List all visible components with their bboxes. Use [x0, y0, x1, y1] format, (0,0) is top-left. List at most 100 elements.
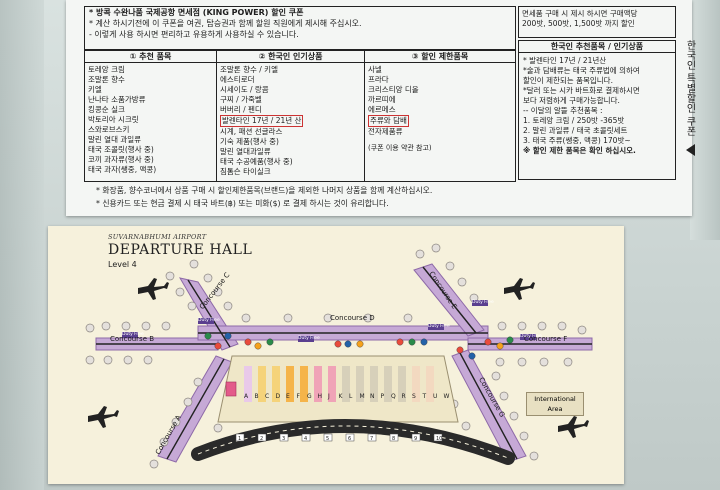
list-item: 조말론 향수 [88, 75, 125, 84]
recommended-heading: 한국인 추천품목 / 인기상품 [519, 41, 675, 53]
checkin-row-S: S [412, 393, 416, 400]
svg-text:7: 7 [370, 436, 373, 442]
column-heading: ② 한국인 인기상품 [217, 51, 364, 63]
glass-edge-right [690, 0, 720, 240]
list-item: 발렌타인 17년 / 21년 산 [220, 115, 361, 127]
duty-free-tag: Duty Free [122, 332, 144, 337]
rec-line: 할인이 제한되는 품목입니다. [523, 76, 613, 85]
footer-line: * 신용카드 또는 현금 결제 시 태국 바트(฿) 또는 미화($) 로 결제… [96, 199, 389, 208]
left-arrow-icon [686, 144, 695, 156]
list-item: 박토리아 시크릿 [88, 115, 139, 124]
list-item: 말린 열대 과일류 [88, 135, 142, 144]
list-item: 짐톰슨 타이실크 [220, 167, 271, 176]
checkin-row-J: J [327, 393, 330, 400]
coupon-header-line: * 계산 하시기전에 이 쿠폰을 여권, 탑승권과 함께 할원 직원에게 제시해… [89, 19, 362, 28]
checkin-row-C: C [265, 393, 269, 400]
checkin-row-E: E [286, 393, 290, 400]
restricted-note: (쿠폰 이용 약관 참고) [368, 144, 432, 152]
rec-line: 2. 말린 과일류 / 태국 초콜릿세트 [523, 126, 628, 135]
svg-text:1: 1 [238, 436, 241, 442]
list-item: 태국 과자(쌩중, 맥콩) [88, 165, 157, 174]
coupon-header-line: - 이렇게 사용 하시면 편리하고 유용하게 사용하실 수 있습니다. [89, 30, 299, 39]
list-item: 말린 열대과일류 [220, 147, 271, 156]
entrance-door-7: 7 [367, 433, 377, 442]
list-item: 코끼 과자류(행사 중) [88, 155, 154, 164]
entrance-door-8: 8 [389, 433, 399, 442]
list-item: 사넬 [368, 65, 382, 74]
entrance-door-3: 3 [279, 433, 289, 442]
entrance-door-2: 2 [257, 433, 267, 442]
map-level: Level 4 [108, 260, 137, 269]
entrance-doors: 1 2 3 4 5 6 7 8 9 10 [235, 433, 442, 442]
entrance-door-1: 1 [235, 433, 245, 442]
rec-line: 1. 토레앙 크림 / 250밧 -365밧 [523, 116, 625, 125]
glass-edge-left [0, 0, 44, 490]
svg-text:2: 2 [260, 436, 263, 442]
coupon-product-columns: ① 추천 품목 토레앙 크림 조말론 향수 키엘 난나타 소품가방류 킹콩순 실… [84, 50, 516, 182]
svg-text:4: 4 [304, 436, 307, 442]
rec-line: * 발렌타인 17년 / 21년산 [523, 56, 607, 65]
airplane-icons [88, 278, 589, 438]
list-item: 시세이도 / 랑콤 [220, 85, 269, 94]
checkin-row-A: A [244, 393, 249, 400]
column-popular: ② 한국인 인기상품 조말론 향수 / 키엘 에스티로더 시세이도 / 랑콤 구… [217, 51, 365, 181]
list-item: 키엘 [88, 85, 102, 94]
concourse-f-label: Concourse F [524, 335, 568, 343]
checkin-row-U: U [433, 393, 437, 400]
column-restricted: ③ 할인 제한품목 사넬 프라다 크리스티앙 디올 까르띠에 에르메스 주류와 … [365, 51, 515, 181]
checkin-row-T: T [422, 393, 427, 400]
checkin-row-L: L [349, 393, 353, 400]
list-item: 스와로브스키 [88, 125, 130, 134]
checkin-row-F: F [297, 393, 301, 400]
rec-line: *술과 담배류는 태국 주류법에 의하여 [523, 66, 640, 75]
coupon-footer: * 화장품, 향수코너에서 상품 구매 시 할인제한품목(브랜드)을 제외한 나… [96, 186, 636, 212]
airport-name: SUVARNABHUMI AIRPORT [108, 233, 207, 241]
svg-text:8: 8 [392, 436, 395, 442]
coupon-header-box: * 방콕 수완나품 국제공항 면세점 (KING POWER) 할인 쿠폰 * … [84, 6, 516, 50]
list-item: 태국 조콜릿(행사 중) [88, 145, 154, 154]
highlighted-item: 발렌타인 17년 / 21년 산 [220, 115, 304, 127]
list-item: 난나타 소품가방류 [88, 95, 146, 104]
entrance-door-10: 10 [433, 433, 442, 442]
rec-line: *달러 또는 시카 바트화로 결제하시면 [523, 86, 640, 95]
list-item: 태국 수공예품(행사 중) [220, 157, 293, 166]
checkin-row-Q: Q [391, 393, 396, 400]
list-item: 버버리 / 펜디 [220, 105, 262, 114]
checkin-row-N: N [370, 393, 375, 400]
column-heading: ③ 할인 제한품목 [365, 51, 515, 63]
note-line: 면세품 구매 시 제시 하시면 구매액당 [522, 9, 638, 18]
coupon-vertical-title: 한국인 특별할인 쿠폰 [684, 40, 695, 137]
recommended-box: 한국인 추천품목 / 인기상품 * 발렌타인 17년 / 21년산 *술과 담배… [518, 40, 676, 180]
duty-free-tag: Duty Free [298, 336, 320, 341]
svg-text:5: 5 [326, 436, 329, 442]
duty-free-tag: Duty Free [198, 318, 220, 323]
terminal-building [217, 355, 459, 423]
list-item: 에스티로더 [220, 75, 255, 84]
entrance-door-5: 5 [323, 433, 333, 442]
rec-line: ※ 할인 제한 품목은 확인 하십시오. [523, 146, 636, 155]
list-item: 주류와 담배 [368, 115, 512, 127]
list-item: 크리스티앙 디올 [368, 85, 419, 94]
entrance-door-9: 9 [411, 433, 421, 442]
highlighted-item: 주류와 담배 [368, 115, 409, 127]
concourse-d-label: Concourse D [330, 314, 375, 322]
rec-line: 보다 저렴하게 구매가능합니다. [523, 96, 620, 105]
rec-line: -- 이달의 알뜰 추천품목 : [523, 106, 603, 115]
list-item: 기숙 제품(행사 중) [220, 137, 279, 146]
entrance-door-6: 6 [345, 433, 355, 442]
svg-text:6: 6 [348, 436, 351, 442]
checkin-row-D: D [276, 393, 281, 400]
svg-text:3: 3 [282, 436, 285, 442]
list-item: 토레앙 크림 [88, 65, 125, 74]
checkin-row-G: G [307, 393, 312, 400]
duty-free-tag: Duty Free [472, 300, 494, 305]
note-line: 200밧, 500밧, 1,500밧 까지 할인 [522, 19, 635, 28]
checkin-row-R: R [402, 393, 406, 400]
duty-free-coupon: * 방콕 수완나품 국제공항 면세점 (KING POWER) 할인 쿠폰 * … [66, 0, 695, 216]
list-item: 구찌 / 가죽벨 [220, 95, 262, 104]
list-item: 조말론 향수 / 키엘 [220, 65, 278, 74]
checkin-row-M: M [360, 393, 365, 400]
